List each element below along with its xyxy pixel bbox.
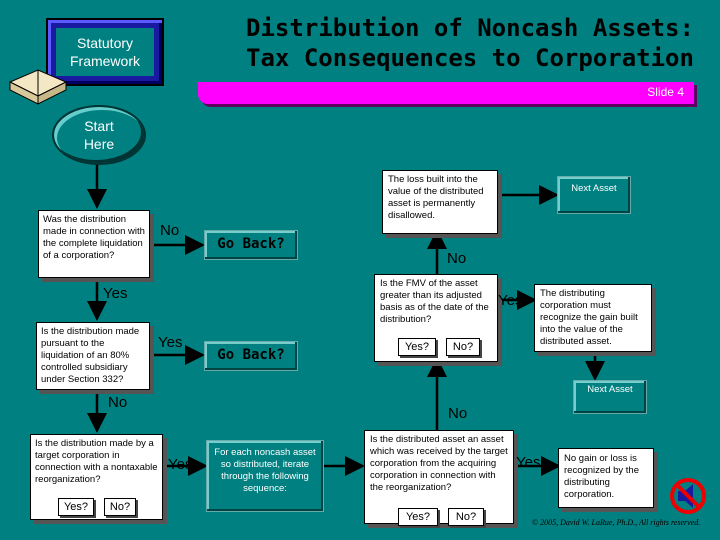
fmv-yes-button[interactable]: Yes? — [398, 338, 436, 356]
q2-text: Is the distribution made pursuant to the… — [41, 326, 140, 385]
speaker-icon[interactable] — [668, 476, 708, 516]
acquire-text: Is the distributed asset an asset which … — [370, 434, 508, 493]
acquire-no-button[interactable]: No? — [448, 508, 484, 526]
acquire-yes-button[interactable]: Yes? — [398, 508, 438, 526]
loss-disallowed-box: The loss built into the value of the dis… — [382, 170, 498, 234]
page-title-line2: Tax Consequences to Corporation — [246, 44, 694, 72]
no-gain-loss-box: No gain or loss is recognized by the dis… — [558, 448, 654, 508]
start-here-label: Start Here — [83, 118, 115, 152]
acquire-no-label: No — [448, 405, 468, 422]
framework-inner: Statutory Framework — [56, 28, 154, 76]
next-asset-label-1: Next Asset — [571, 183, 617, 194]
question-complete-liquidation: Was the distribution made in connection … — [38, 210, 150, 278]
recognize-gain-box: The distributing corporation must recogn… — [534, 284, 652, 352]
gain-text: The distributing corporation must recogn… — [540, 288, 638, 347]
question-acquiring-asset: Is the distributed asset an asset which … — [364, 430, 514, 524]
prohibited-icon — [670, 478, 706, 514]
fmv-text: Is the FMV of the asset greater than its… — [380, 278, 489, 325]
acquire-yes-label: Yes — [516, 454, 541, 471]
question-reorganization: Is the distribution made by a target cor… — [30, 434, 163, 520]
sequence-box[interactable]: For each noncash asset so distributed, i… — [206, 440, 324, 512]
slide-banner: Slide 4 — [198, 82, 694, 104]
q1-text: Was the distribution made in connection … — [43, 214, 145, 261]
framework-box[interactable]: Statutory Framework — [46, 18, 164, 86]
next-asset-label-2: Next Asset — [587, 384, 633, 395]
start-here-button[interactable]: Start Here — [52, 105, 146, 165]
q3-no-button[interactable]: No? — [104, 498, 136, 516]
q2-no-label: No — [108, 394, 128, 411]
fmv-yes-label: Yes — [498, 292, 523, 309]
sequence-text: For each noncash asset so distributed, i… — [214, 447, 316, 494]
q2-yes-label: Yes — [158, 334, 183, 351]
slide-number: Slide 4 — [647, 85, 684, 99]
go-back-button-2[interactable]: Go Back? — [204, 341, 298, 371]
next-asset-button-1[interactable]: Next Asset — [557, 176, 631, 214]
go-back-button-1[interactable]: Go Back? — [204, 230, 298, 260]
fmv-no-button[interactable]: No? — [446, 338, 480, 356]
copyright-footer: © 2005, David W. LaRue, Ph.D., All right… — [532, 518, 701, 527]
framework-label: Statutory Framework — [69, 35, 140, 69]
question-section-332: Is the distribution made pursuant to the… — [36, 322, 150, 390]
page-title-line1: Distribution of Noncash Assets: — [246, 14, 694, 42]
no-gain-text: No gain or loss is recognized by the dis… — [564, 453, 639, 500]
q3-yes-label: Yes — [168, 456, 193, 473]
q3-text: Is the distribution made by a target cor… — [35, 438, 158, 485]
q1-yes-label: Yes — [103, 285, 128, 302]
loss-text: The loss built into the value of the dis… — [388, 174, 484, 221]
fmv-no-label: No — [447, 250, 467, 267]
q3-yes-button[interactable]: Yes? — [58, 498, 94, 516]
book-icon — [8, 62, 68, 108]
q1-no-label: No — [160, 222, 180, 239]
next-asset-button-2[interactable]: Next Asset — [573, 380, 647, 414]
